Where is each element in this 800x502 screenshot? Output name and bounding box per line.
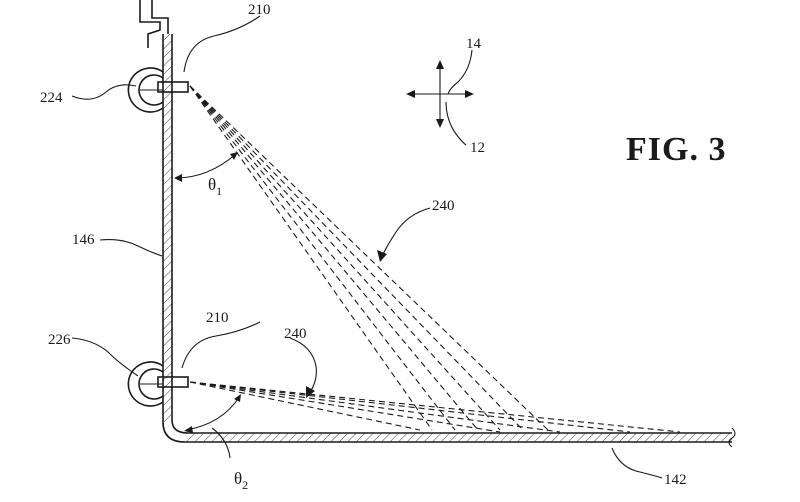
theta2-arc: [184, 394, 241, 459]
upper-nozzle: [157, 81, 189, 93]
floor-panel: [185, 427, 736, 448]
label-wall: 146: [72, 232, 95, 248]
upper-spray-fan: [189, 85, 549, 431]
side-wall: [162, 34, 173, 422]
theta1-subscript: 1: [216, 184, 222, 198]
label-nozzle-upper: 210: [248, 2, 271, 18]
label-direction-a: 14: [466, 36, 482, 52]
label-nozzle-lower: 210: [206, 310, 229, 326]
lower-spray-fan: [189, 381, 681, 433]
theta1-symbol: θ: [208, 175, 216, 194]
theta2-subscript: 2: [242, 478, 248, 492]
leader-lines: [71, 15, 663, 479]
label-direction-b: 12: [470, 140, 485, 156]
label-mount-upper: 224: [40, 90, 63, 106]
label-theta2: θ2: [234, 469, 248, 492]
label-mount-lower: 226: [48, 332, 71, 348]
upper-mount: [127, 67, 164, 113]
label-spray-lower: 240: [284, 326, 307, 342]
figure-title: FIG. 3: [626, 131, 726, 168]
lower-nozzle: [157, 376, 189, 388]
theta2-symbol: θ: [234, 469, 242, 488]
theta1-arc: [174, 152, 238, 182]
label-spray-upper: 240: [432, 198, 455, 214]
label-floor: 142: [664, 472, 687, 488]
label-theta1: θ1: [208, 175, 222, 198]
lower-mount: [127, 361, 164, 407]
direction-indicator: [406, 49, 474, 146]
corner-bend: [162, 419, 189, 443]
top-bracket: [139, 0, 169, 48]
